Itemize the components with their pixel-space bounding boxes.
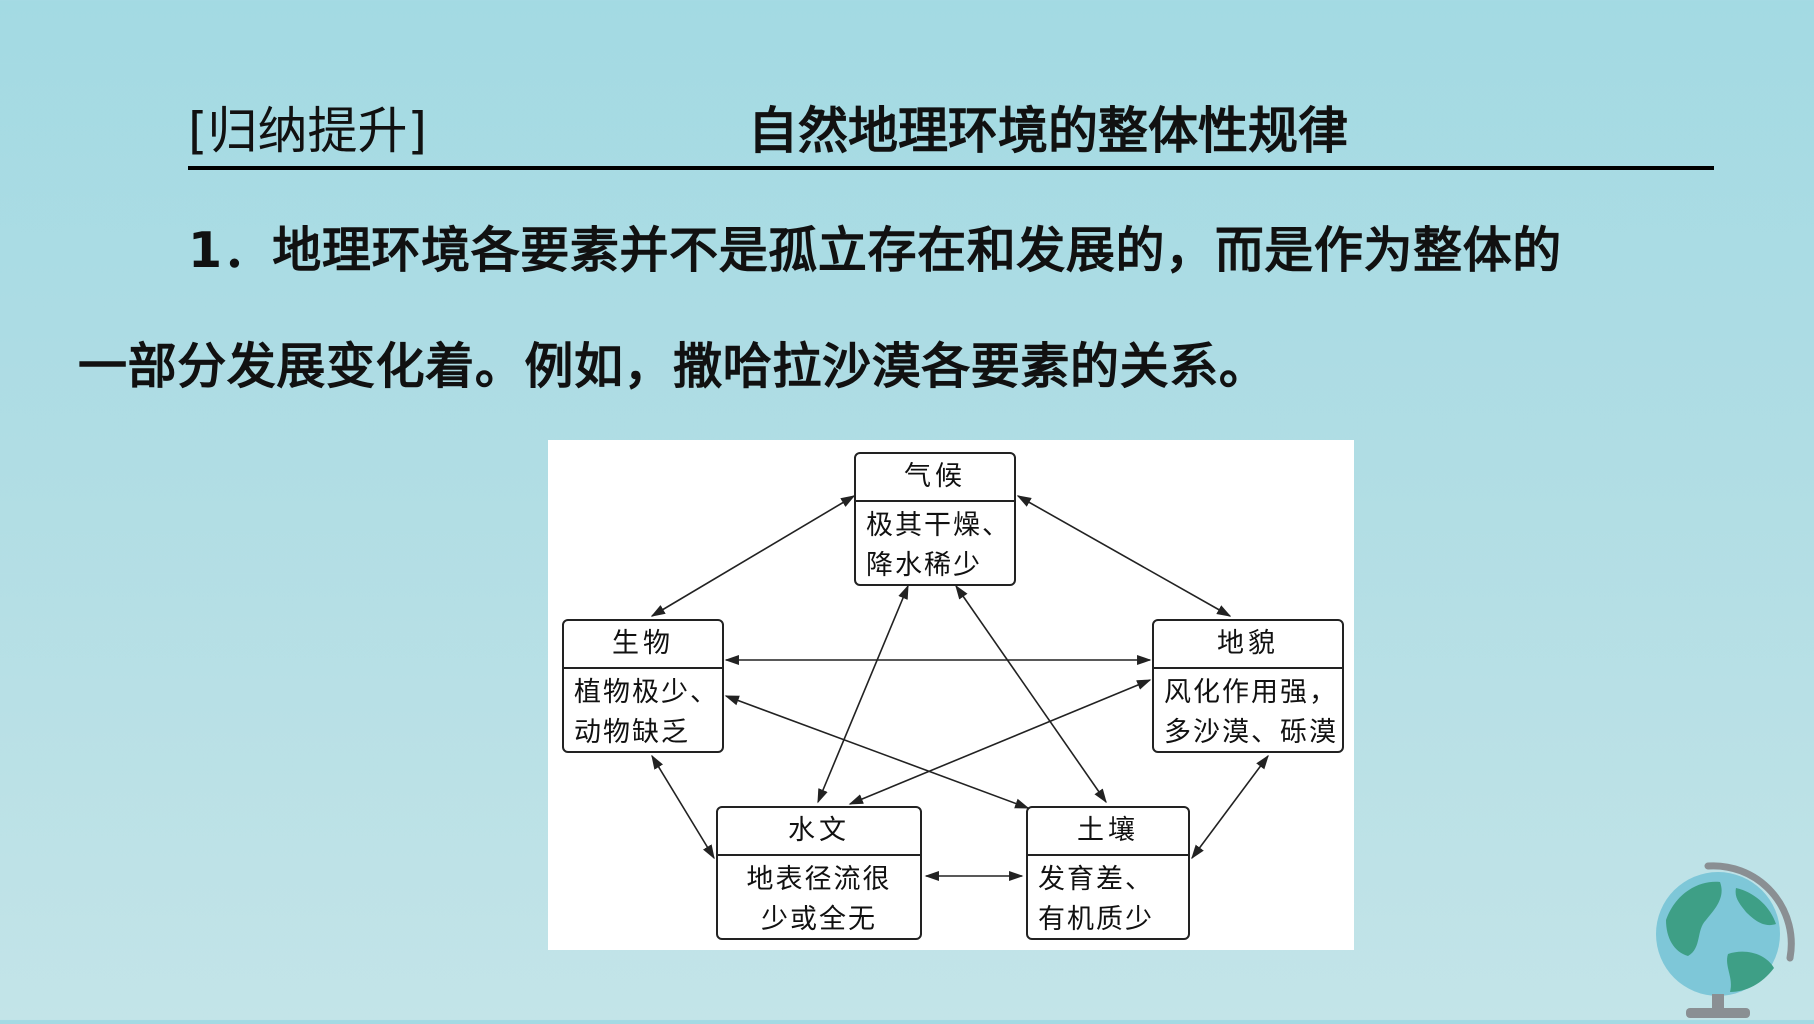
node-hydrology-line-2: 少或全无 bbox=[761, 904, 877, 935]
node-climate-title: 气候 bbox=[856, 454, 1014, 502]
arrow-climate-biology bbox=[650, 495, 856, 617]
node-landform-line-2: 多沙漠、砾漠 bbox=[1164, 717, 1338, 748]
arrow-landform-hydrology bbox=[848, 679, 1152, 805]
globe-icon bbox=[1650, 858, 1814, 1020]
heading-tag: [归纳提升] bbox=[188, 102, 428, 160]
node-landform-line-1: 风化作用强， bbox=[1164, 677, 1338, 708]
arrow-landform-soil bbox=[1191, 754, 1269, 860]
node-biology-title: 生物 bbox=[564, 621, 722, 669]
arrow-biology-hydrology bbox=[651, 754, 715, 860]
node-hydrology-title: 水文 bbox=[718, 808, 920, 856]
arrow-climate-soil bbox=[955, 584, 1107, 804]
relationship-diagram: 气候 极其干燥、 降水稀少 生物 植物极少、 动物缺乏 地貌 风化作用强， 多沙… bbox=[548, 440, 1354, 950]
node-soil-line-2: 有机质少 bbox=[1038, 904, 1154, 935]
arrow-climate-landform bbox=[1016, 495, 1232, 617]
node-climate-line-1: 极其干燥、 bbox=[866, 510, 1011, 541]
section-heading: [归纳提升] 自然地理环境的整体性规律 bbox=[188, 98, 1714, 170]
arrow-climate-hydrology bbox=[817, 584, 909, 804]
node-hydrology: 水文 地表径流很 少或全无 bbox=[716, 806, 922, 940]
node-climate-line-2: 降水稀少 bbox=[866, 550, 982, 581]
node-biology: 生物 植物极少、 动物缺乏 bbox=[562, 619, 724, 753]
node-biology-line-2: 动物缺乏 bbox=[574, 717, 690, 748]
node-hydrology-line-1: 地表径流很 bbox=[746, 864, 892, 895]
node-soil-line-1: 发育差、 bbox=[1038, 864, 1154, 895]
node-climate: 气候 极其干燥、 降水稀少 bbox=[854, 452, 1016, 586]
paragraph-line-1: 1．地理环境各要素并不是孤立存在和发展的，而是作为整体的 bbox=[188, 222, 1562, 279]
node-soil: 土壤 发育差、 有机质少 bbox=[1026, 806, 1190, 940]
heading-title: 自然地理环境的整体性规律 bbox=[748, 102, 1348, 160]
node-landform: 地貌 风化作用强， 多沙漠、砾漠 bbox=[1152, 619, 1344, 753]
node-soil-title: 土壤 bbox=[1028, 808, 1188, 856]
arrow-biology-soil bbox=[724, 695, 1030, 809]
node-biology-line-1: 植物极少、 bbox=[574, 677, 719, 708]
node-landform-title: 地貌 bbox=[1154, 621, 1342, 669]
paragraph-line-2: 一部分发展变化着。例如，撒哈拉沙漠各要素的关系。 bbox=[78, 338, 1269, 395]
diagram-arrows bbox=[650, 495, 1269, 882]
